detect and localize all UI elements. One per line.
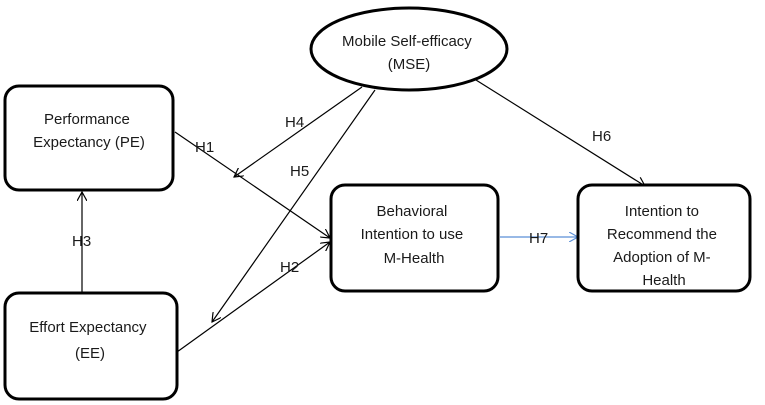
edge-label-h4: H4 [285, 114, 304, 131]
node-pe-label: Performance Expectancy (PE) [33, 111, 145, 151]
node-ir-label: Intention to Recommend the Adoption of M… [607, 203, 721, 289]
edge-label-h5: H5 [290, 163, 309, 180]
edge-label-h6: H6 [592, 128, 611, 145]
edge-label-h3: H3 [72, 233, 91, 250]
edge-h2-ee-to-bi [176, 242, 330, 353]
edge-h1-pe-to-bi [174, 131, 330, 238]
edge-h6-mse-to-ir [467, 74, 645, 186]
edge-label-h1: H1 [195, 139, 214, 156]
node-ee [3, 291, 179, 401]
edge-h5-mse-to-h2 [212, 89, 376, 322]
edge-label-h7: H7 [529, 230, 548, 247]
node-ee-label: Effort Expectancy (EE) [29, 319, 150, 362]
node-bi [329, 183, 500, 293]
node-mse-label: Mobile Self-efficacy (MSE) [342, 33, 476, 73]
node-ir [576, 183, 752, 293]
edge-h4-mse-to-h1 [234, 86, 363, 177]
node-mse [309, 6, 509, 92]
edge-label-h2: H2 [280, 259, 299, 276]
node-pe [3, 84, 175, 192]
node-bi-label: Behavioral Intention to use M-Health [361, 203, 468, 267]
